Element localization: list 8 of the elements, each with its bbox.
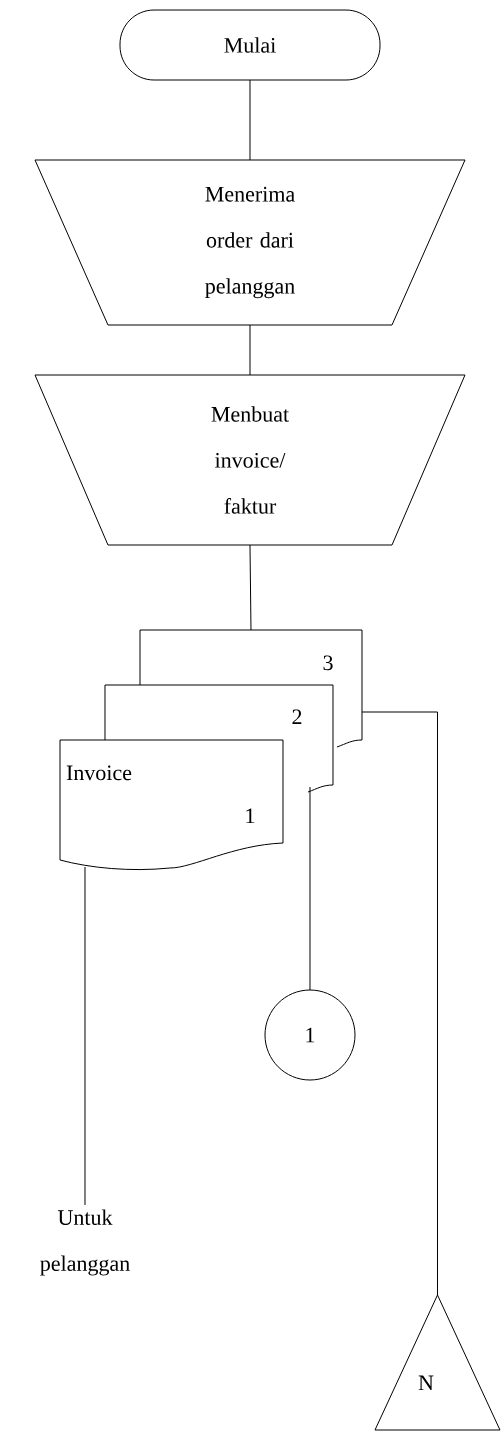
connector-line <box>249 544 252 631</box>
connector-line <box>84 866 86 1206</box>
connector-line <box>249 324 251 376</box>
connector-line <box>361 711 438 1296</box>
connector-line <box>309 786 311 991</box>
offline-storage-triangle: N <box>374 1294 501 1431</box>
note-text: Untuk pelanggan <box>40 1209 130 1276</box>
connector-line <box>249 79 251 161</box>
